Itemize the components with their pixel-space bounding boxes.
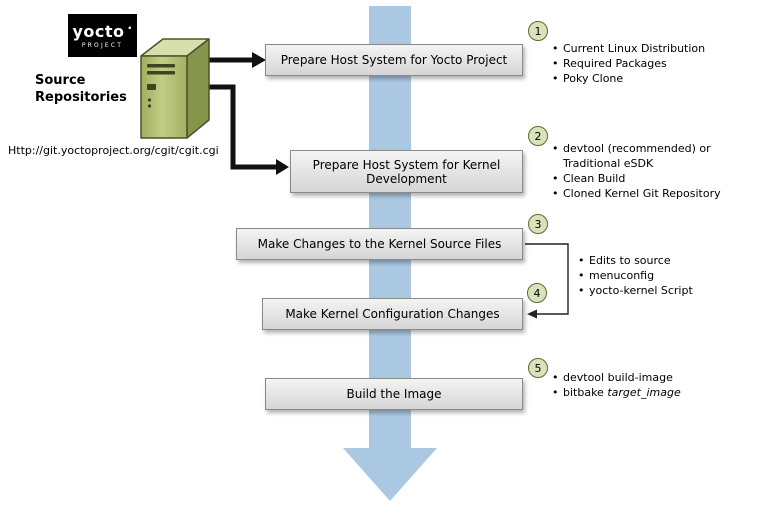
- step-5-title: Build the Image: [346, 387, 442, 401]
- bitbake-command-prefix: bitbake: [563, 386, 608, 399]
- step-2-title: Prepare Host System for Kernel Developme…: [312, 157, 501, 186]
- step-5-bullet-list: devtool build-image bitbake target_image: [552, 370, 752, 400]
- steps-3-4-shared-bullet-list: Edits to source menuconfig yocto-kernel …: [578, 253, 758, 298]
- step-4-title: Make Kernel Configuration Changes: [285, 307, 500, 321]
- list-item: bitbake target_image: [552, 385, 752, 400]
- step-3-title: Make Changes to the Kernel Source Files: [257, 237, 502, 251]
- step-3-box: Make Changes to the Kernel Source Files: [236, 228, 523, 260]
- source-label-line1: Source: [35, 73, 86, 88]
- list-item: Current Linux Distribution: [552, 41, 762, 56]
- server-icon: [140, 38, 210, 139]
- list-item: Edits to source: [578, 253, 758, 268]
- list-item: Poky Clone: [552, 71, 762, 86]
- step-2-bullet-list: devtool (recommended) or Traditional eSD…: [552, 141, 742, 201]
- list-item: Cloned Kernel Git Repository: [552, 186, 742, 201]
- step-2-number-badge: 2: [528, 126, 548, 146]
- source-label-line2: Repositories: [35, 90, 127, 105]
- list-item: Clean Build: [552, 171, 742, 186]
- step-1-number-badge: 1: [528, 21, 548, 41]
- step-3-number-badge: 3: [528, 214, 548, 234]
- server-drive-slots: [147, 64, 175, 108]
- server-front-face: [140, 55, 188, 139]
- logo-text: yocto: [72, 22, 125, 41]
- arrow-server-to-step2: [206, 84, 289, 175]
- step-5-number-badge: 5: [528, 358, 548, 378]
- list-item: yocto-kernel Script: [578, 283, 758, 298]
- list-item: devtool build-image: [552, 370, 752, 385]
- step-4-number-badge: 4: [527, 283, 547, 303]
- list-item: devtool (recommended) or Traditional eSD…: [552, 141, 742, 171]
- arrow-server-to-step1: [209, 52, 266, 68]
- step-1-box: Prepare Host System for Yocto Project: [265, 44, 523, 76]
- step-2-box: Prepare Host System for Kernel Developme…: [290, 150, 523, 193]
- list-item: Required Packages: [552, 56, 762, 71]
- server-side-face: [186, 38, 210, 139]
- repo-url: Http://git.yoctoproject.org/cgit/cgit.cg…: [8, 144, 219, 157]
- yocto-logo: yocto· PROJECT: [68, 14, 137, 57]
- list-item: menuconfig: [578, 268, 758, 283]
- logo-subtext: PROJECT: [81, 42, 124, 49]
- source-repositories-label: Source Repositories: [35, 72, 127, 106]
- logo-dot: ·: [127, 21, 133, 35]
- logo-wordmark: yocto·: [72, 22, 132, 40]
- bracket-steps-3-4: [525, 243, 569, 319]
- step-1-bullet-list: Current Linux Distribution Required Pack…: [552, 41, 762, 86]
- step-5-box: Build the Image: [265, 378, 523, 410]
- step-4-box: Make Kernel Configuration Changes: [262, 298, 523, 330]
- step-1-title: Prepare Host System for Yocto Project: [280, 53, 508, 67]
- bitbake-target-image: target_image: [607, 386, 681, 399]
